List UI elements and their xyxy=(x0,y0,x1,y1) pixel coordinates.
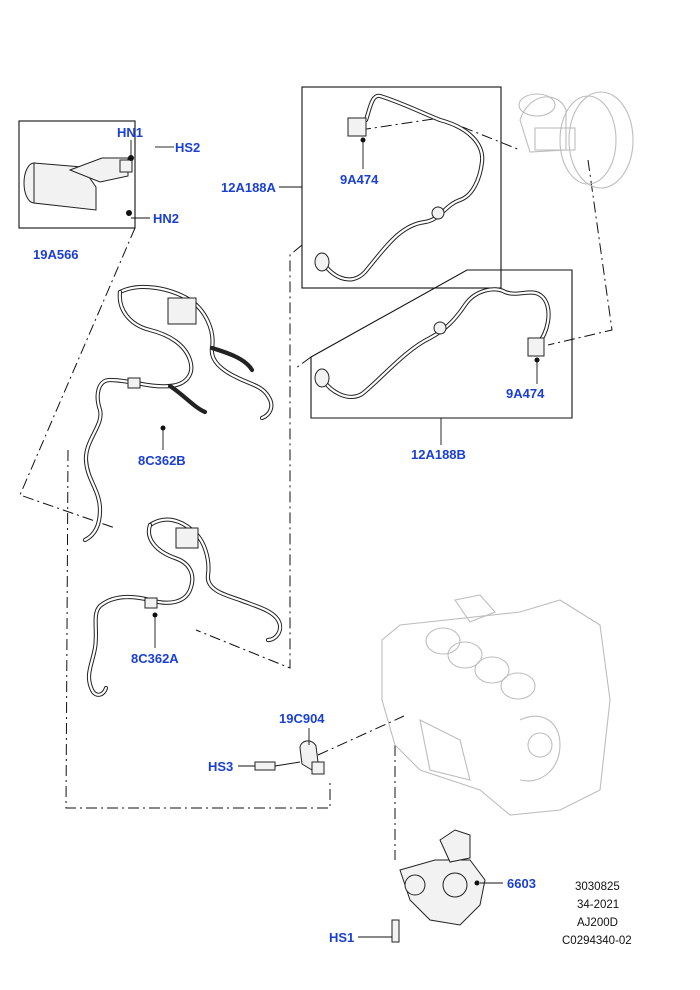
frame-19a566 xyxy=(18,120,136,229)
reference-block: 3030825 34-2021 AJ200D C0294340-02 xyxy=(562,881,632,947)
sensor-19c904 xyxy=(254,740,325,775)
dash-12a188b-brace xyxy=(295,356,312,369)
pipe-12a188a xyxy=(314,93,485,282)
dash-booster-right xyxy=(547,159,613,346)
label-12a188b: 12A188B xyxy=(411,447,466,462)
ref-line-4: C0294340-02 xyxy=(562,935,632,947)
actuator-19a566 xyxy=(23,146,166,216)
harness-8c362b xyxy=(82,284,274,543)
ref-line-2: 34-2021 xyxy=(577,899,619,911)
label-12a188a: 12A188A xyxy=(221,180,277,195)
label-hs2: HS2 xyxy=(175,140,200,155)
label-6603: 6603 xyxy=(507,876,536,891)
dash-booster-to-9a474 xyxy=(359,117,521,151)
frame-12a188a xyxy=(301,86,502,289)
label-8c362b: 8C362B xyxy=(138,453,186,468)
dash-8c362a-box xyxy=(65,449,331,809)
label-8c362a: 8C362A xyxy=(131,651,179,666)
brake-booster-ghost xyxy=(518,91,634,189)
label-hn1: HN1 xyxy=(117,125,143,140)
label-19a566: 19A566 xyxy=(33,247,79,262)
pipe-12a188b xyxy=(314,287,551,399)
label-hn2: HN2 xyxy=(153,211,179,226)
label-9a474-upper: 9A474 xyxy=(340,172,379,187)
dash-19a566-to-harness xyxy=(19,227,136,529)
dash-12a188a-brace xyxy=(195,244,303,669)
label-19c904: 19C904 xyxy=(279,711,325,726)
oil-pump-6603 xyxy=(391,829,486,943)
ref-line-1: 3030825 xyxy=(575,881,620,893)
dash-19c904-to-engine xyxy=(317,715,405,756)
frame-12a188b xyxy=(310,269,573,419)
label-9a474-lower: 9A474 xyxy=(506,386,545,401)
ref-line-3: AJ200D xyxy=(577,917,618,929)
label-hs3: HS3 xyxy=(208,759,233,774)
engine-block-ghost xyxy=(381,594,611,816)
harness-8c362a xyxy=(86,517,283,697)
label-hs1: HS1 xyxy=(329,930,354,945)
